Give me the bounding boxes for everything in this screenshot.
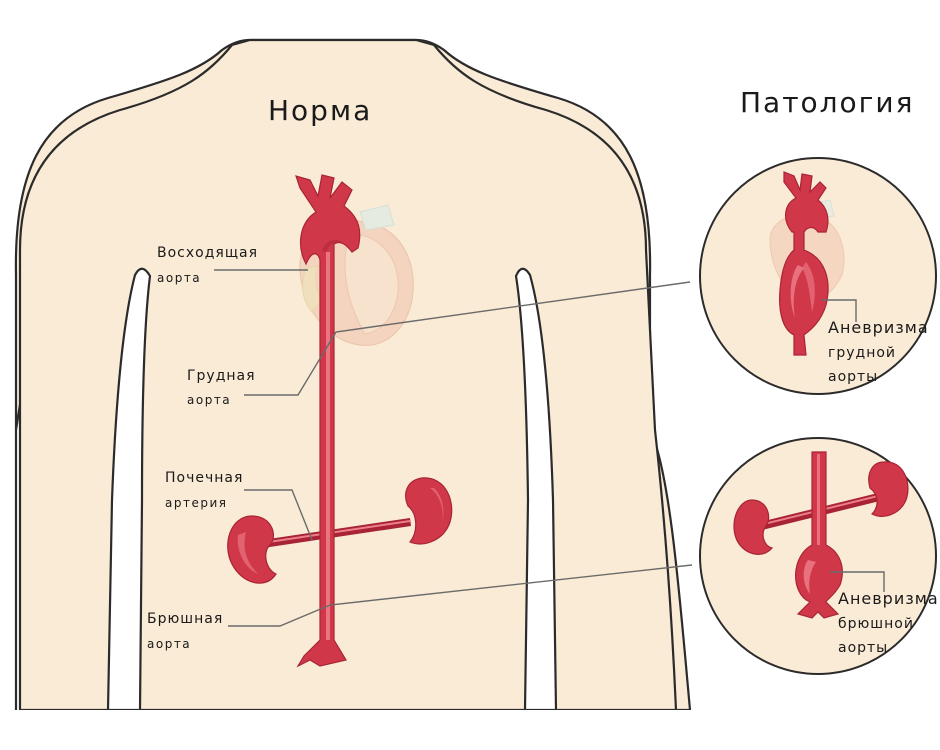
right-armpit-gap	[514, 267, 558, 712]
label-abdominal-aorta: Брюшная аорта	[147, 564, 693, 651]
svg-text:Почечная: Почечная	[165, 470, 243, 486]
right-kidney	[405, 477, 453, 545]
label-ascending-aorta: Восходящая аорта	[157, 245, 308, 285]
svg-text:аорты: аорты	[838, 640, 888, 656]
svg-text:аорта: аорта	[147, 637, 191, 651]
svg-text:аорта: аорта	[157, 271, 201, 285]
abdominal-aneurysm-inset: Аневризма брюшной аорты	[699, 437, 939, 675]
thoracic-aneurysm-inset: Аневризма грудной аорты	[699, 157, 937, 395]
renal-arteries	[262, 518, 411, 548]
label-renal-artery: Почечная артерия	[165, 470, 313, 541]
svg-text:брюшной: брюшной	[838, 616, 914, 632]
svg-text:аорта: аорта	[187, 393, 231, 407]
svg-text:Брюшная: Брюшная	[147, 611, 223, 627]
torso	[18, 38, 678, 712]
left-kidney	[227, 515, 277, 584]
svg-text:Аневризма: Аневризма	[828, 318, 929, 337]
svg-text:Аневризма: Аневризма	[838, 589, 939, 608]
svg-text:Грудная: Грудная	[187, 368, 256, 384]
title-pathology: Патология	[740, 86, 914, 119]
left-armpit-gap	[106, 267, 152, 712]
bottom-cut	[0, 710, 700, 750]
svg-text:грудной: грудной	[828, 345, 896, 361]
svg-text:аорты: аорты	[828, 369, 878, 385]
title-normal: Норма	[268, 94, 372, 127]
svg-text:артерия: артерия	[165, 496, 227, 510]
normal-aorta	[227, 174, 453, 668]
label-thoracic-aorta: Грудная аорта	[187, 281, 691, 407]
svg-text:Восходящая: Восходящая	[157, 245, 258, 261]
